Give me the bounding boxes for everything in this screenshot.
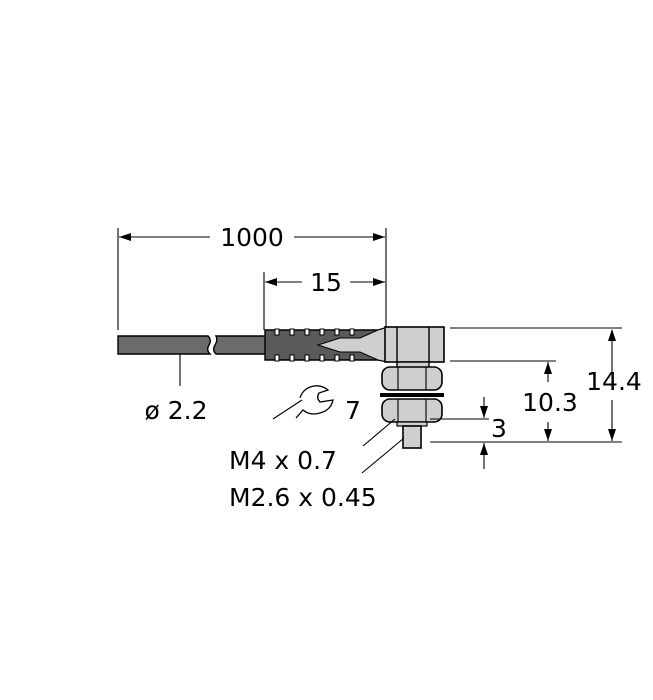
dimension-cable-length: 1000 — [117, 223, 387, 330]
wrench-size-label: 7 — [345, 396, 361, 425]
dimension-heights: 14.4 10.3 3 — [430, 327, 642, 469]
thread-height-label: 10.3 — [522, 388, 578, 417]
thread-leaders: M4 x 0.7 M2.6 x 0.45 — [229, 418, 405, 512]
cable-length-label: 1000 — [220, 223, 284, 252]
overmold-length-label: 15 — [310, 268, 342, 297]
cable-diameter-label: ø 2.2 — [144, 396, 207, 425]
wrench-icon: 7 — [272, 385, 361, 425]
pin-length-label: 3 — [491, 414, 507, 443]
thread-main-label: M4 x 0.7 — [229, 446, 337, 475]
cable: ø 2.2 — [117, 335, 267, 425]
connector-body — [380, 326, 445, 449]
dimension-overmold-length: 15 — [263, 268, 385, 330]
thread-pin-label: M2.6 x 0.45 — [229, 483, 377, 512]
total-height-label: 14.4 — [586, 367, 642, 396]
overmold — [264, 326, 389, 363]
